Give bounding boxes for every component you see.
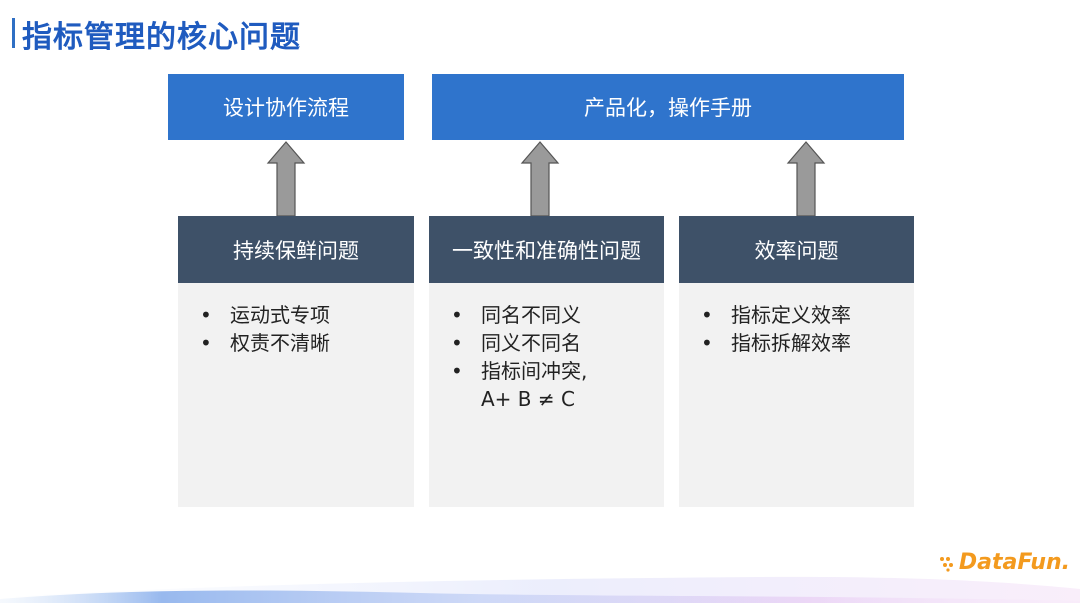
list-item: 权责不清晰 xyxy=(200,329,404,357)
bullet-list: 指标定义效率 指标拆解效率 xyxy=(701,301,904,357)
column-header-freshness: 持续保鲜问题 xyxy=(178,216,414,283)
list-item: 同义不同名 xyxy=(451,329,654,357)
footer-swoosh-decoration xyxy=(0,576,1080,603)
list-item-text: 指标间冲突, xyxy=(481,359,588,383)
page-title: 指标管理的核心问题 xyxy=(22,20,301,55)
column-body-consistency: 同名不同义 同义不同名 指标间冲突, A+ B ≠ C xyxy=(429,283,664,507)
list-item: 运动式专项 xyxy=(200,301,404,329)
top-box-productization: 产品化，操作手册 xyxy=(432,74,904,140)
list-item-continuation: A+ B ≠ C xyxy=(481,387,575,411)
logo-text: DataFun. xyxy=(958,550,1070,575)
top-box-label: 设计协作流程 xyxy=(223,96,349,120)
column-header-efficiency: 效率问题 xyxy=(679,216,914,283)
list-item: 指标定义效率 xyxy=(701,301,904,329)
up-arrow-icon xyxy=(520,141,560,217)
logo-dots-icon xyxy=(939,556,953,572)
list-item: 指标间冲突, A+ B ≠ C xyxy=(451,357,654,413)
up-arrow-icon xyxy=(266,141,306,217)
top-box-design-process: 设计协作流程 xyxy=(168,74,404,140)
list-item: 指标拆解效率 xyxy=(701,329,904,357)
column-header-label: 持续保鲜问题 xyxy=(233,238,359,263)
bullet-list: 同名不同义 同义不同名 指标间冲突, A+ B ≠ C xyxy=(451,301,654,413)
bullet-list: 运动式专项 权责不清晰 xyxy=(200,301,404,357)
column-body-efficiency: 指标定义效率 指标拆解效率 xyxy=(679,283,914,507)
list-item: 同名不同义 xyxy=(451,301,654,329)
top-box-label: 产品化，操作手册 xyxy=(584,96,752,120)
datafun-logo: DataFun. xyxy=(939,550,1070,575)
column-body-freshness: 运动式专项 权责不清晰 xyxy=(178,283,414,507)
column-header-consistency: 一致性和准确性问题 xyxy=(429,216,664,283)
column-header-label: 效率问题 xyxy=(754,238,839,263)
up-arrow-icon xyxy=(786,141,826,217)
title-accent-bar xyxy=(12,18,15,48)
column-header-label: 一致性和准确性问题 xyxy=(452,238,641,263)
